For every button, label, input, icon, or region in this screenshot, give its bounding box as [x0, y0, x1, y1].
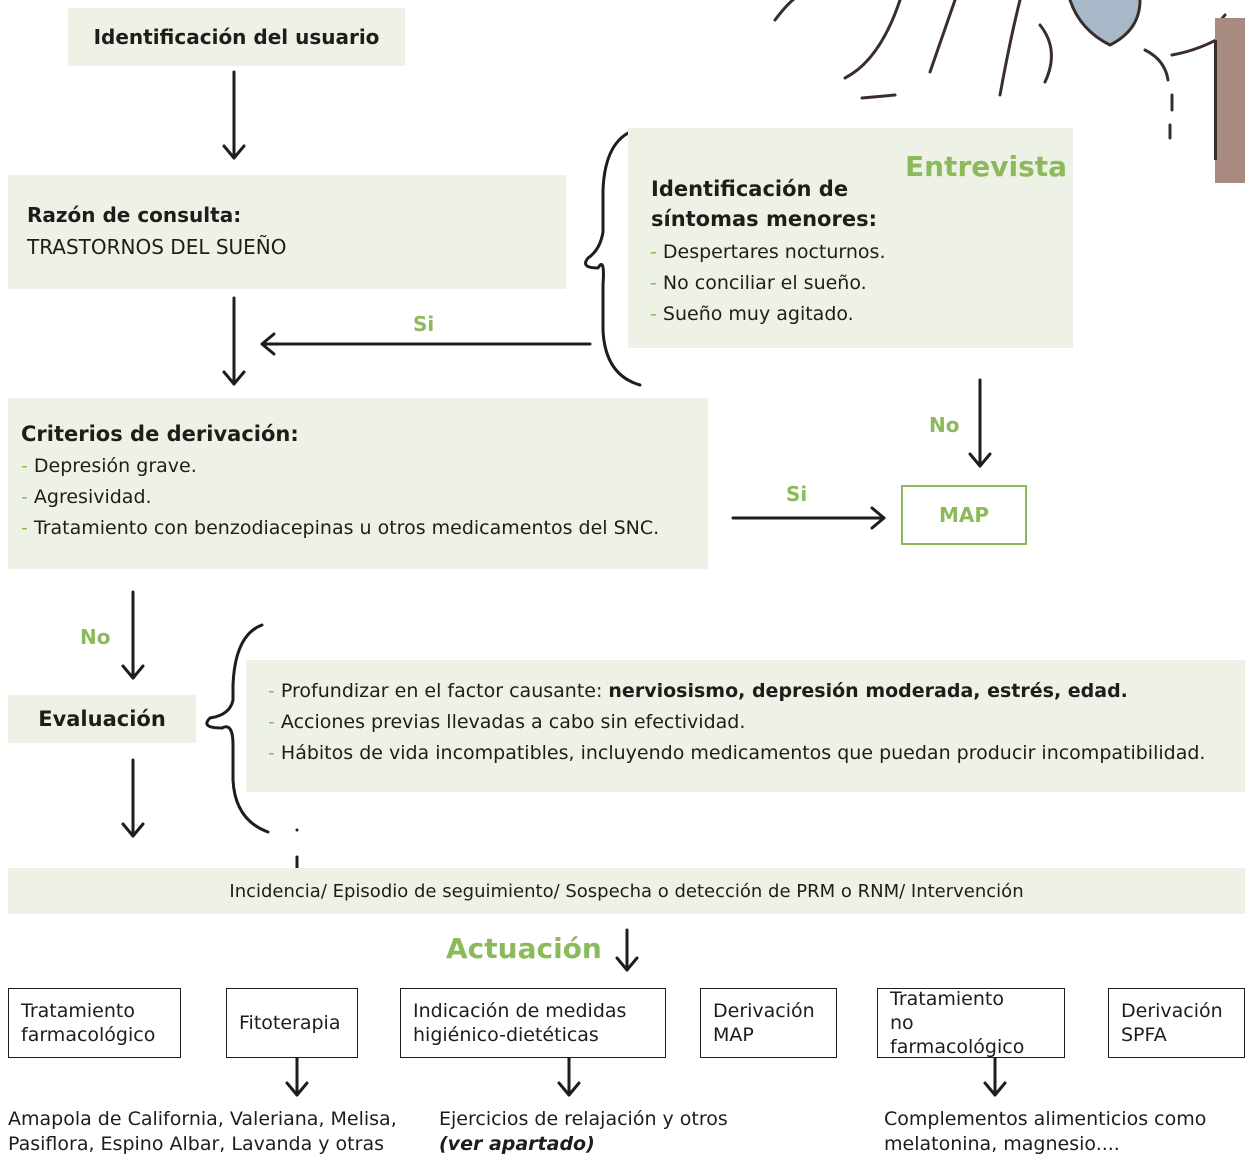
- consult-reason-box: Razón de consulta: TRASTORNOS DEL SUEÑO: [8, 175, 566, 289]
- derivation-item: - Tratamiento con benzodiacepinas u otro…: [21, 517, 660, 539]
- derivation-item: - Depresión grave.: [21, 455, 197, 477]
- sleep-illustration: [773, 0, 1227, 140]
- no-label: No: [929, 413, 960, 437]
- incidence-label: Incidencia/ Episodio de seguimiento/ Sos…: [229, 880, 1024, 902]
- interview-title-line1: Identificación de: [651, 177, 849, 201]
- derivation-item: - Agresividad.: [21, 486, 152, 508]
- hygiene-result: Ejercicios de relajación y otros (ver ap…: [439, 1108, 728, 1155]
- symptom-item: - Sueño muy agitado.: [650, 303, 854, 325]
- evaluation-box: Evaluación: [8, 695, 196, 743]
- option-phytotherapy: Fitoterapia: [226, 988, 358, 1058]
- evaluation-item: - Acciones previas llevadas a cabo sin e…: [268, 711, 746, 733]
- furniture-shape: [1215, 18, 1245, 183]
- no-label: No: [80, 625, 111, 649]
- derivation-title: Criterios de derivación:: [21, 422, 299, 446]
- non-pharmacological-result: Complementos alimenticios como melatonin…: [884, 1108, 1207, 1155]
- map-label: MAP: [938, 503, 990, 527]
- yes-label: Si: [413, 312, 435, 336]
- map-box: MAP: [901, 485, 1027, 545]
- evaluation-details-box: - Profundizar en el factor causante: ner…: [246, 660, 1245, 792]
- actuacion-heading: Actuación: [446, 932, 602, 965]
- incidence-bar: Incidencia/ Episodio de seguimiento/ Sos…: [8, 868, 1245, 914]
- consult-reason-value: TRASTORNOS DEL SUEÑO: [27, 235, 287, 259]
- symptom-item: - No conciliar el sueño.: [650, 272, 867, 294]
- evaluation-item: - Hábitos de vida incompatibles, incluye…: [268, 742, 1206, 764]
- interview-title-line2: síntomas menores:: [651, 207, 877, 231]
- user-identification-label: Identificación del usuario: [93, 25, 380, 49]
- evaluation-item: - Profundizar en el factor causante: ner…: [268, 680, 1128, 702]
- phytotherapy-result: Amapola de California, Valeriana, Melisa…: [8, 1108, 397, 1155]
- derivation-criteria-box: Criterios de derivación: - Depresión gra…: [8, 398, 708, 569]
- interview-heading: Entrevista: [905, 150, 1068, 183]
- yes-label: Si: [786, 482, 808, 506]
- symptom-item: - Despertares nocturnos.: [650, 241, 886, 263]
- evaluation-label: Evaluación: [38, 707, 166, 731]
- interview-box: Entrevista Identificación de síntomas me…: [628, 128, 1073, 348]
- consult-reason-title: Razón de consulta:: [27, 203, 242, 227]
- user-identification-box: Identificación del usuario: [68, 8, 405, 66]
